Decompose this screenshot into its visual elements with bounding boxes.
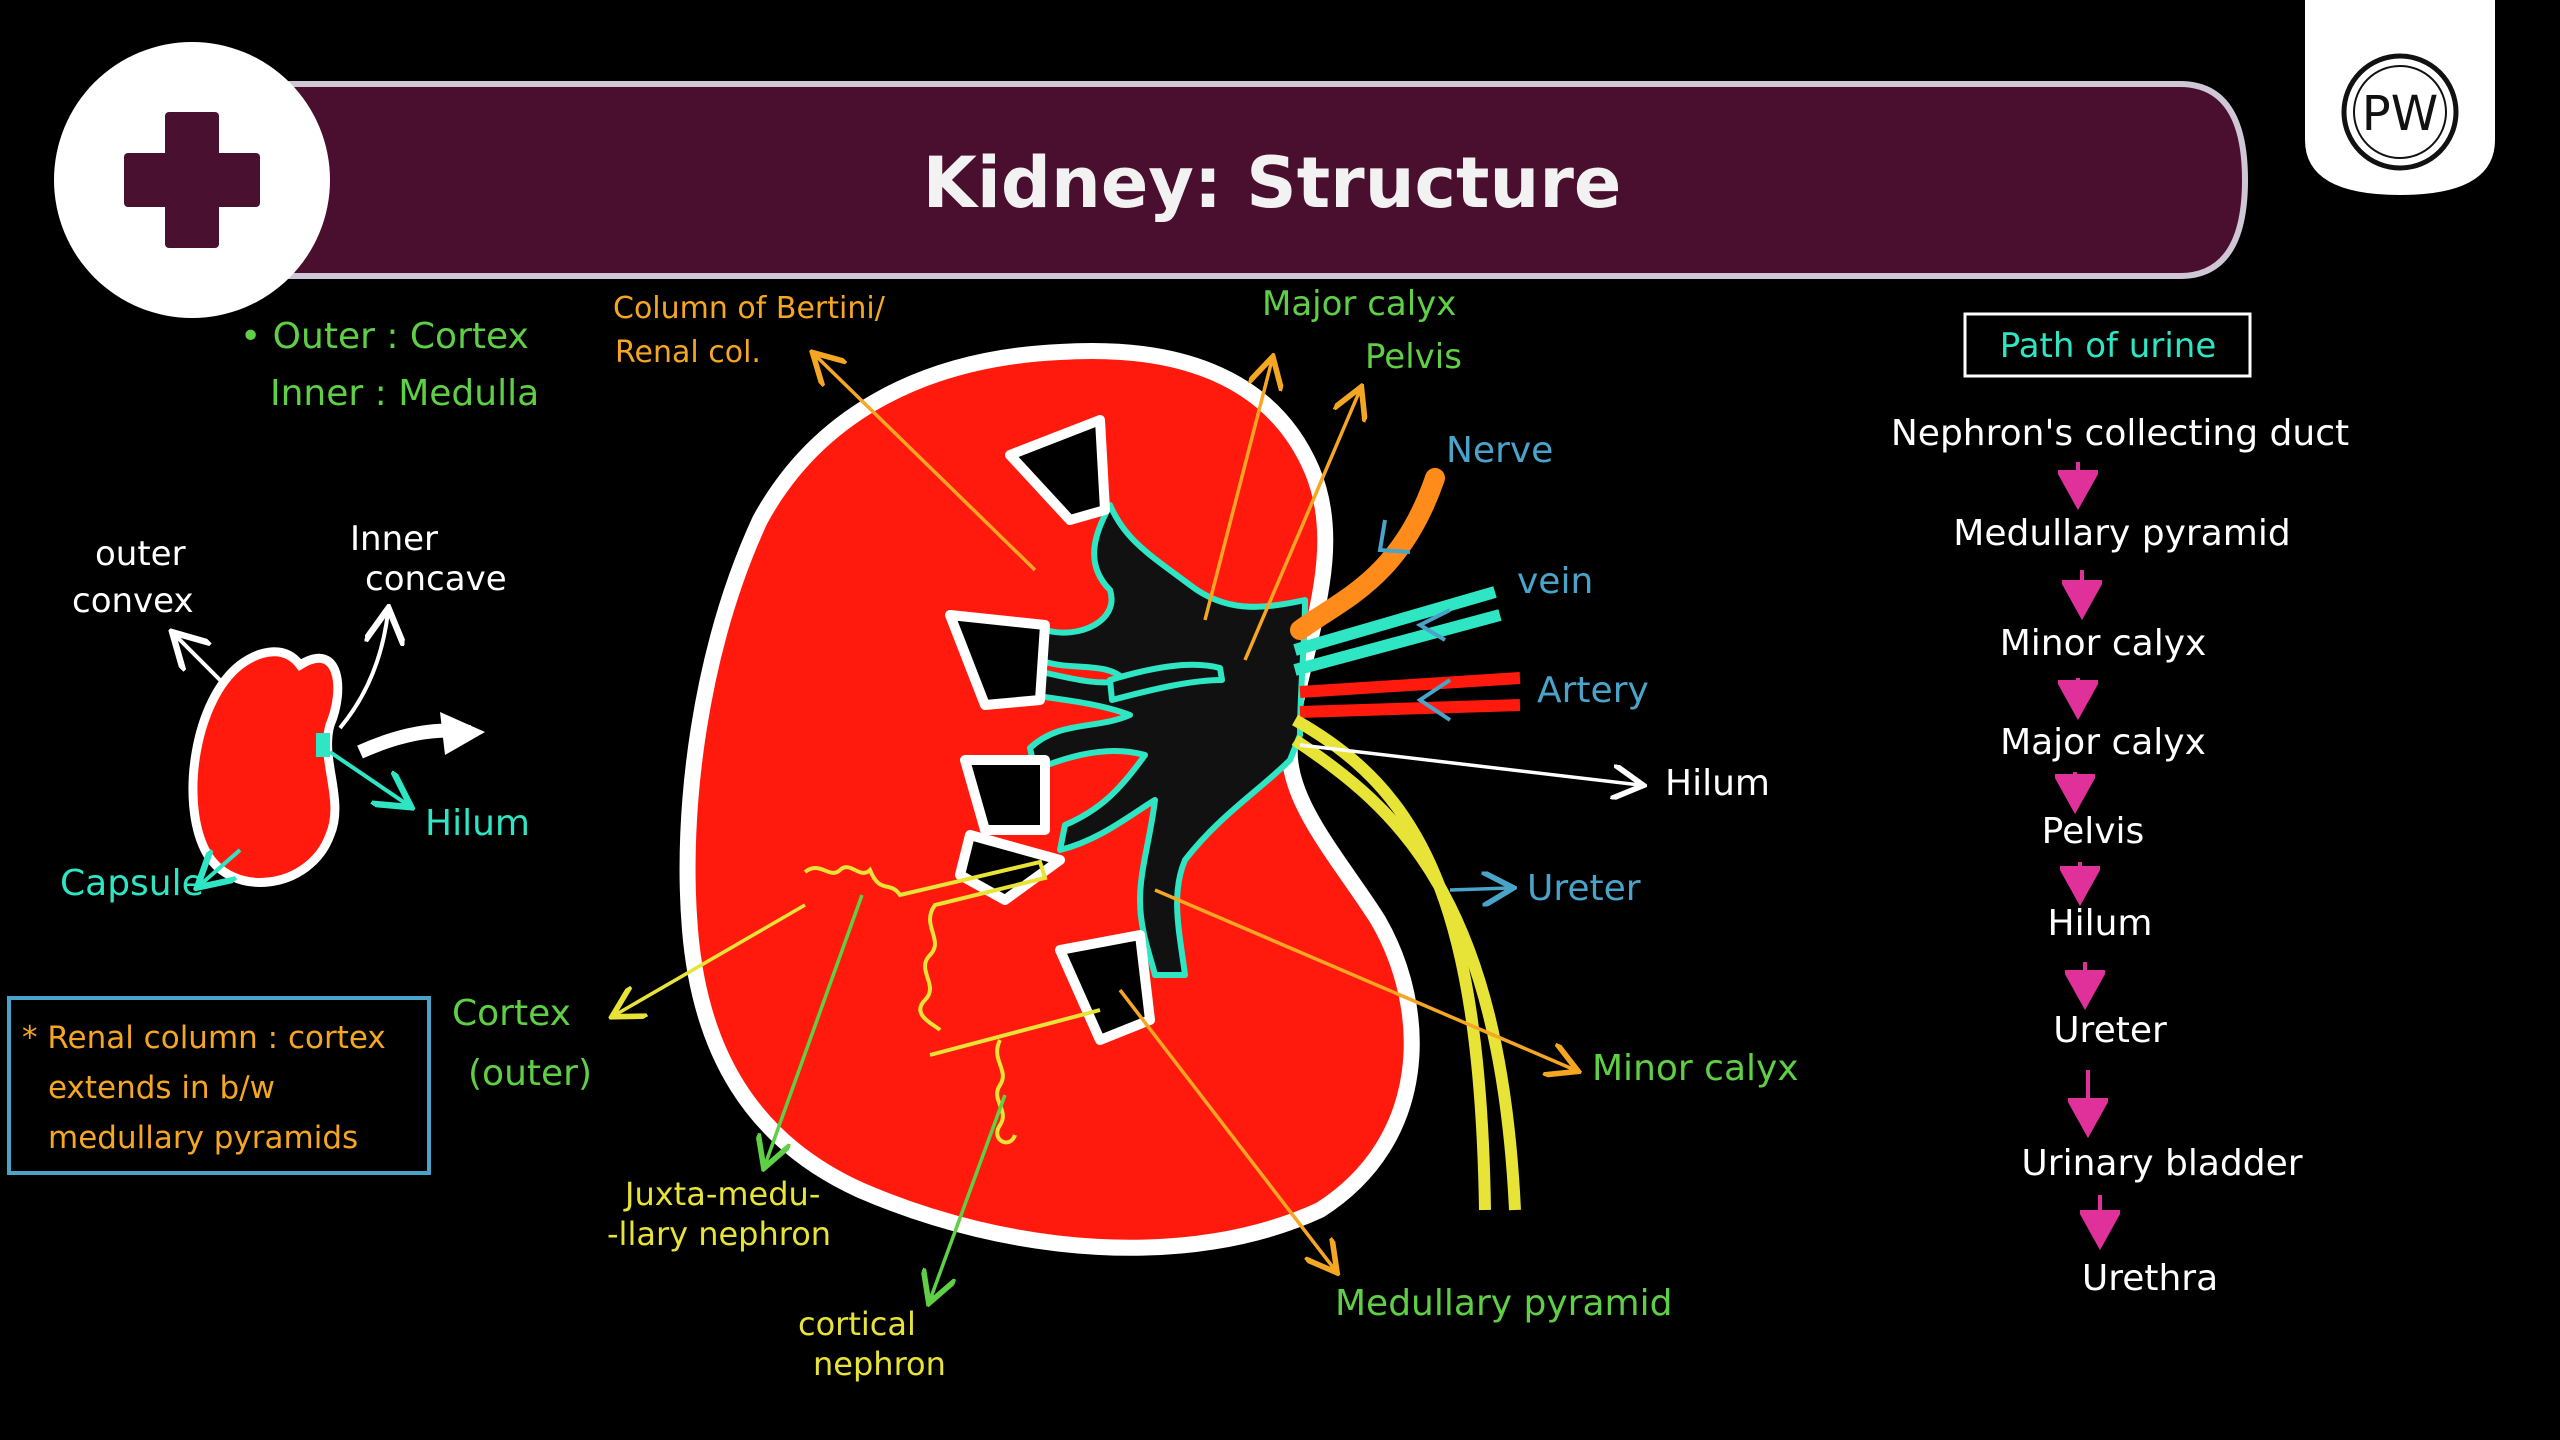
renal-column-note: * Renal column : cortex extends in b/w m…: [7, 996, 431, 1175]
inner-concave-label-2: concave: [365, 559, 507, 599]
small-kidney-hilum: [316, 733, 330, 757]
cortex-arrow: [615, 903, 806, 1015]
capsule-label: Capsule: [60, 863, 204, 904]
major-calyx-label: Major calyx: [1262, 284, 1456, 324]
small-kidney-shape: [188, 647, 343, 887]
outer-convex-label-2: convex: [72, 581, 194, 621]
logo-text: PW: [2362, 86, 2438, 142]
inner-concave-arrow: [338, 612, 388, 730]
path-step: Medullary pyramid: [1953, 513, 2290, 554]
medullary-pyramids: [945, 415, 1155, 1045]
pelvis-label: Pelvis: [1365, 337, 1462, 377]
pyramid-1: [1005, 415, 1110, 525]
column-arrow: [815, 355, 1037, 572]
label-arrows: [615, 355, 1640, 1300]
path-step: Urinary bladder: [2021, 1143, 2302, 1184]
column-of-bertini-label-1: Column of Bertini/: [613, 291, 886, 326]
minor-calyx-arrow: [1154, 888, 1575, 1070]
nerve-label: Nerve: [1446, 430, 1553, 471]
pyramid-2: [945, 610, 1050, 710]
direction-arrowhead: [440, 712, 485, 755]
small-hilum-label: Hilum: [425, 803, 530, 844]
artery-vessel-2: [1299, 699, 1521, 718]
artery-vessel-1: [1299, 672, 1521, 698]
outer-convex-label-1: outer: [95, 534, 186, 574]
nerve-marker: [1377, 519, 1411, 554]
path-of-urine: Path of urine Nephron's collecting duct …: [1891, 312, 2349, 1299]
path-title: Path of urine: [2000, 326, 2217, 366]
vein-vessel-2: [1293, 609, 1502, 676]
medullary-pyramid-arrow: [1118, 988, 1335, 1270]
hilum-arrow-small: [328, 750, 408, 805]
vein-label: vein: [1517, 561, 1593, 602]
cortical-label-2: nephron: [813, 1345, 946, 1383]
cortical-label-1: cortical: [798, 1305, 916, 1343]
cortical-arrow: [930, 1094, 1007, 1300]
path-step: Ureter: [2053, 1010, 2167, 1051]
note-line-1: * Renal column : cortex: [22, 1020, 386, 1056]
note-line-3: medullary pyramids: [48, 1120, 358, 1156]
capsule-arrow: [200, 848, 242, 885]
column-of-bertini-label-2: Renal col.: [615, 335, 761, 370]
path-step: Nephron's collecting duct: [1891, 413, 2349, 454]
medullary-pyramid-label: Medullary pyramid: [1335, 1283, 1672, 1324]
note-line-2: extends in b/w: [48, 1070, 275, 1106]
ureter-label: Ureter: [1527, 868, 1641, 909]
pyramid-3: [960, 755, 1050, 835]
vein-vessel-1: [1293, 586, 1497, 656]
note-box: [7, 996, 431, 1175]
minor-calyx-label: Minor calyx: [1592, 1048, 1799, 1089]
pyramid-5: [1055, 930, 1155, 1045]
inner-medulla-label: Inner : Medulla: [270, 373, 539, 414]
title-banner: [247, 81, 2249, 279]
nerve-vessel: [1290, 468, 1445, 640]
pw-logo: PW: [2305, 0, 2495, 195]
path-step: Minor calyx: [2000, 623, 2207, 664]
cortex-label-1: Cortex: [452, 993, 571, 1034]
hilum-label: Hilum: [1665, 763, 1770, 804]
small-kidney-section: • Outer : Cortex Inner : Medulla outer c…: [60, 316, 539, 904]
juxta-label-2: -llary nephron: [607, 1215, 831, 1253]
ureter-arrow: [1449, 888, 1510, 890]
pelvis-arrow: [1243, 390, 1360, 661]
main-kidney: Column of Bertini/ Renal col. Major caly…: [452, 284, 1799, 1383]
path-step: Major calyx: [2000, 722, 2206, 763]
plus-icon: [124, 112, 260, 248]
outer-cortex-label: • Outer : Cortex: [240, 316, 529, 357]
inner-concave-label-1: Inner: [350, 519, 438, 559]
outer-convex-arrow: [175, 635, 222, 682]
path-title-box: [1963, 312, 2252, 378]
hilum-vessels: [1290, 468, 1521, 1211]
hilum-arrow: [1299, 743, 1640, 785]
header-banner: Kidney: Structure: [54, 42, 2249, 318]
page-title: Kidney: Structure: [923, 142, 1622, 224]
juxta-label-1: Juxta-medu-: [623, 1175, 820, 1213]
ureter-vessel-2: [1291, 735, 1521, 1211]
major-calyx-arrow: [1203, 360, 1272, 621]
artery-label: Artery: [1537, 670, 1649, 711]
juxtamedullary-nephron: [803, 859, 1048, 1032]
juxta-arrow: [765, 894, 864, 1165]
path-step: Urethra: [2082, 1258, 2218, 1299]
artery-marker: [1416, 678, 1452, 722]
vein-marker: [1415, 608, 1451, 642]
path-step: Hilum: [2048, 903, 2153, 944]
path-step: Pelvis: [2042, 811, 2145, 852]
cortex-label-2: (outer): [468, 1053, 592, 1094]
